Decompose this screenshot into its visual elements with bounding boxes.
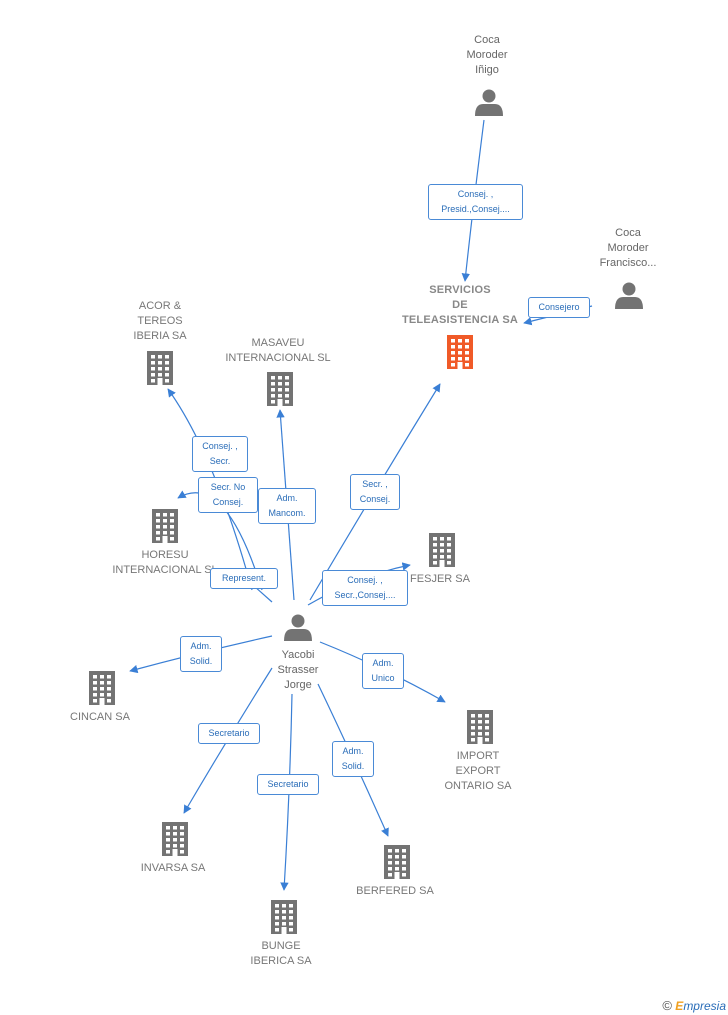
brand-initial: E xyxy=(675,999,684,1013)
person-icon-yacobi[interactable] xyxy=(284,614,312,642)
edge-label-yacobi-servicios[interactable]: Secr. , Consej. xyxy=(350,474,400,510)
node-label-bunge[interactable]: BUNGE IBERICA SA xyxy=(250,940,312,967)
building-icon-horesu[interactable] xyxy=(152,509,178,543)
building-icon-cincan[interactable] xyxy=(89,671,115,705)
edge-label-yacobi-acor[interactable]: Consej. , Secr. xyxy=(192,436,248,472)
edge-label-yacobi-bunge[interactable]: Secretario xyxy=(257,774,319,795)
node-label-coca-inigo[interactable]: Coca Moroder Iñigo xyxy=(466,34,508,76)
node-label-fesjer[interactable]: FESJER SA xyxy=(410,573,470,585)
edge-label-yacobi-invarsa[interactable]: Secretario xyxy=(198,723,260,744)
building-icon-servicios[interactable] xyxy=(447,335,473,369)
person-icon-coca_inigo[interactable] xyxy=(475,89,503,117)
brand-name: mpresia xyxy=(683,999,726,1013)
person-icon-coca_francisco[interactable] xyxy=(615,282,643,310)
node-label-yacobi[interactable]: Yacobi Strasser Jorge xyxy=(277,649,319,691)
edge-label-yacobi-berfered[interactable]: Adm. Solid. xyxy=(332,741,374,777)
node-label-import[interactable]: IMPORT EXPORT ONTARIO SA xyxy=(444,750,512,792)
building-icon-import[interactable] xyxy=(467,710,493,744)
node-label-horesu[interactable]: HORESU INTERNACIONAL SL xyxy=(112,549,217,576)
node-label-acor[interactable]: ACOR & TEREOS IBERIA SA xyxy=(133,300,187,342)
edge-label-yacobi-import[interactable]: Adm. Unico xyxy=(362,653,404,689)
edge-label-yacobi-cincan[interactable]: Adm. Solid. xyxy=(180,636,222,672)
edge-label-francisco-servicios[interactable]: Consejero xyxy=(528,297,590,318)
edge-line-yacobi-acor xyxy=(167,388,253,591)
building-icon-bunge[interactable] xyxy=(271,900,297,934)
node-label-masaveu[interactable]: MASAVEU INTERNACIONAL SL xyxy=(225,337,331,364)
edge-label-yacobi-fesjer[interactable]: Consej. , Secr.,Consej.... xyxy=(322,570,408,606)
node-label-servicios[interactable]: SERVICIOS DE TELEASISTENCIA SA xyxy=(401,284,519,326)
building-icon-fesjer[interactable] xyxy=(429,533,455,567)
node-label-cincan[interactable]: CINCAN SA xyxy=(70,711,130,723)
empresia-watermark: © Empresia xyxy=(662,998,726,1013)
building-icon-acor[interactable] xyxy=(147,351,173,385)
building-icon-berfered[interactable] xyxy=(384,845,410,879)
edge-label-yacobi-represent[interactable]: Represent. xyxy=(210,568,278,589)
edge-label-yacobi-masaveu[interactable]: Adm. Mancom. xyxy=(258,488,316,524)
node-label-berfered[interactable]: BERFERED SA xyxy=(356,885,434,897)
node-label-invarsa[interactable]: INVARSA SA xyxy=(140,862,206,874)
edge-label-yacobi-horesu[interactable]: Secr. No Consej. xyxy=(198,477,258,513)
building-icon-invarsa[interactable] xyxy=(162,822,188,856)
copyright-symbol: © xyxy=(662,998,672,1013)
node-label-coca-francisco[interactable]: Coca Moroder Francisco... xyxy=(599,227,657,269)
edge-label-inigo-servicios[interactable]: Consej. , Presid.,Consej.... xyxy=(428,184,523,220)
building-icon-masaveu[interactable] xyxy=(267,372,293,406)
